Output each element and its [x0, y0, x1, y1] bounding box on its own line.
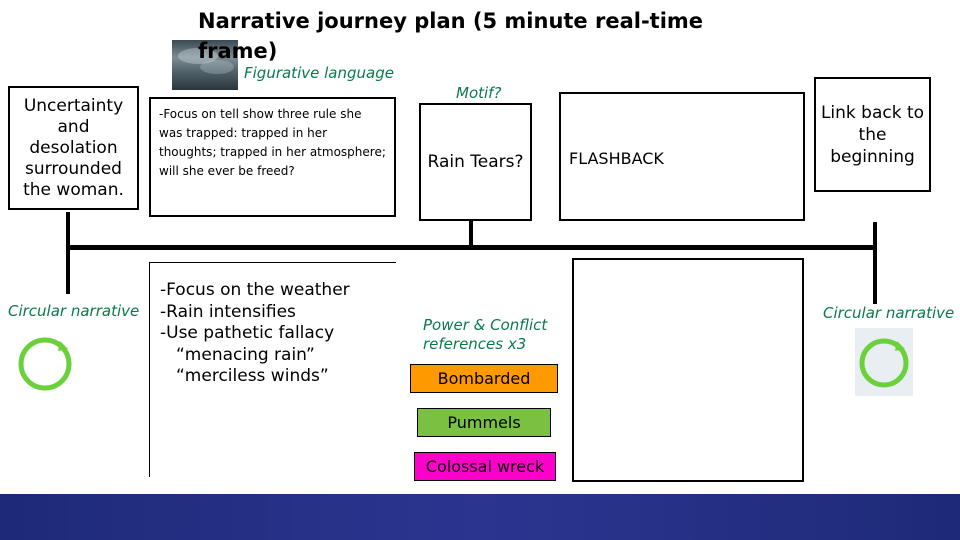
figurative-language-label: Figurative language: [244, 64, 394, 82]
rain-box: Rain Tears?: [419, 103, 532, 221]
timeline-tick-middle: [469, 218, 473, 250]
word-bombarded-text: Bombarded: [437, 369, 531, 388]
weather-note: “menacing rain”: [176, 344, 315, 365]
link-back-text: Link back to the beginning: [820, 102, 925, 167]
empty-notes-box: [572, 258, 804, 482]
word-bombarded: Bombarded: [410, 364, 558, 393]
timeline-tick-right: [873, 222, 877, 304]
rain-text: Rain Tears?: [427, 151, 524, 172]
circular-arrow-icon: [859, 338, 909, 388]
link-back-box: Link back to the beginning: [814, 77, 931, 192]
uncertainty-text: Uncertainty and desolation surrounded th…: [23, 95, 124, 200]
page-title: Narrative journey plan (5 minute real-ti…: [198, 9, 704, 63]
weather-notes: -Focus on the weather -Rain intensifies …: [160, 280, 400, 388]
flashback-box: FLASHBACK: [559, 92, 805, 221]
circle-right-image: [855, 328, 913, 396]
circle-left-image: [14, 329, 76, 395]
focus-trapped-box: -Focus on tell show three rule she was t…: [149, 97, 396, 217]
timeline-tick-left: [66, 212, 70, 294]
footer-band: [0, 494, 960, 540]
weather-note: -Rain intensifies: [160, 301, 296, 322]
focus-trapped-text: -Focus on tell show three rule she was t…: [159, 107, 386, 178]
circular-narrative-right-label: Circular narrative: [823, 304, 955, 322]
weather-note: “merciless winds”: [176, 366, 329, 386]
power-conflict-label: Power & Conflict references x3: [423, 316, 548, 353]
word-pummels: Pummels: [417, 408, 551, 437]
flashback-text: FLASHBACK: [569, 149, 664, 168]
circular-narrative-left-label: Circular narrative: [8, 302, 140, 320]
word-pummels-text: Pummels: [447, 413, 521, 432]
weather-note: -Focus on the weather: [160, 280, 350, 300]
word-colossal-wreck: Colossal wreck: [414, 452, 556, 481]
weather-note: -Use pathetic fallacy: [160, 323, 335, 343]
storm-image: [172, 40, 238, 90]
circular-arrow-icon: [18, 337, 72, 391]
motif-label: Motif?: [456, 84, 502, 102]
uncertainty-box: Uncertainty and desolation surrounded th…: [8, 86, 139, 210]
word-colossal-wreck-text: Colossal wreck: [425, 457, 545, 476]
